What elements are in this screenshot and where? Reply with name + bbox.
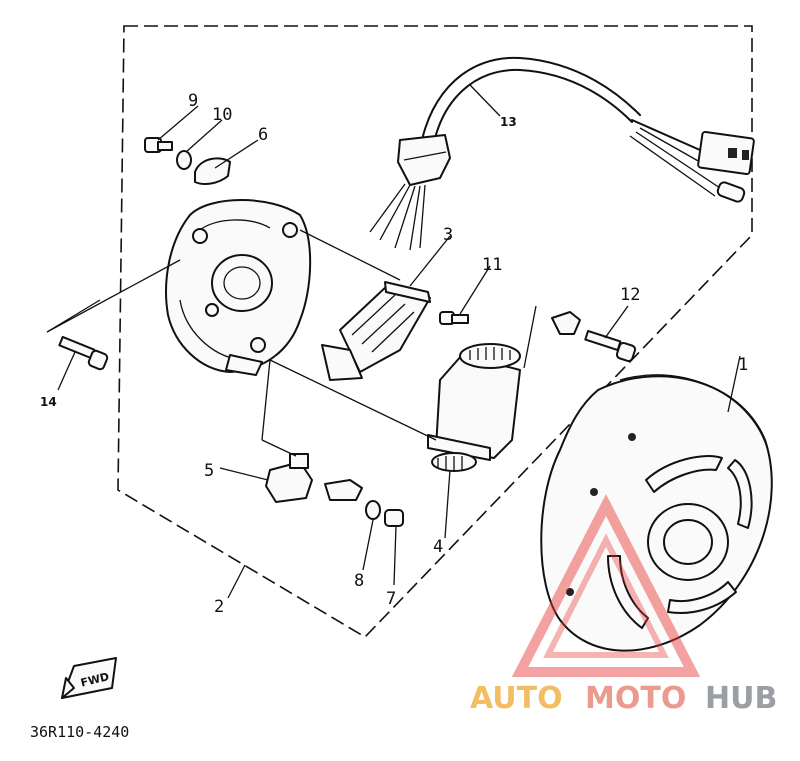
screw-part-9	[144, 137, 173, 153]
drawing-code: 36R110-4240	[30, 723, 129, 741]
wire-clamp	[551, 311, 581, 335]
washer-part-10	[176, 150, 192, 170]
lighting-coil	[427, 343, 521, 472]
pickup-coil-part-5	[265, 453, 313, 503]
charging-coil	[321, 281, 431, 381]
leader-lines	[46, 84, 741, 599]
callout-13: 13	[500, 115, 517, 129]
watermark-moto: MOTO	[585, 681, 686, 716]
forward-direction-arrow: FWD	[61, 657, 117, 699]
watermark-auto: AUTO	[470, 681, 563, 716]
callout-3: 3	[443, 225, 453, 245]
callout-5: 5	[204, 461, 214, 481]
callout-10: 10	[212, 105, 232, 125]
callout-8: 8	[354, 571, 364, 591]
stator-base-plate	[165, 199, 312, 376]
callout-1: 1	[738, 355, 748, 375]
callout-7: 7	[386, 589, 396, 609]
screw-part-7	[384, 509, 404, 527]
watermark-logo: AUTO MOTO HUB	[470, 494, 777, 716]
callout-11: 11	[482, 255, 502, 275]
clamp-part-6	[194, 157, 231, 185]
washer-part-8	[365, 500, 381, 520]
coil-bracket	[324, 479, 363, 501]
watermark-hub: HUB	[705, 681, 777, 716]
callout-2: 2	[214, 597, 224, 617]
callout-6: 6	[258, 125, 268, 145]
screw-part-12	[584, 329, 637, 363]
screw-part-14	[58, 335, 109, 371]
callout-9: 9	[188, 91, 198, 111]
screw-part-11	[439, 311, 469, 325]
callout-4: 4	[433, 537, 443, 557]
flywheel-rotor	[540, 374, 773, 652]
callout-12: 12	[620, 285, 640, 305]
wire-harness	[369, 56, 755, 251]
callout-14: 14	[40, 395, 57, 409]
assembly-boundary	[117, 25, 753, 639]
